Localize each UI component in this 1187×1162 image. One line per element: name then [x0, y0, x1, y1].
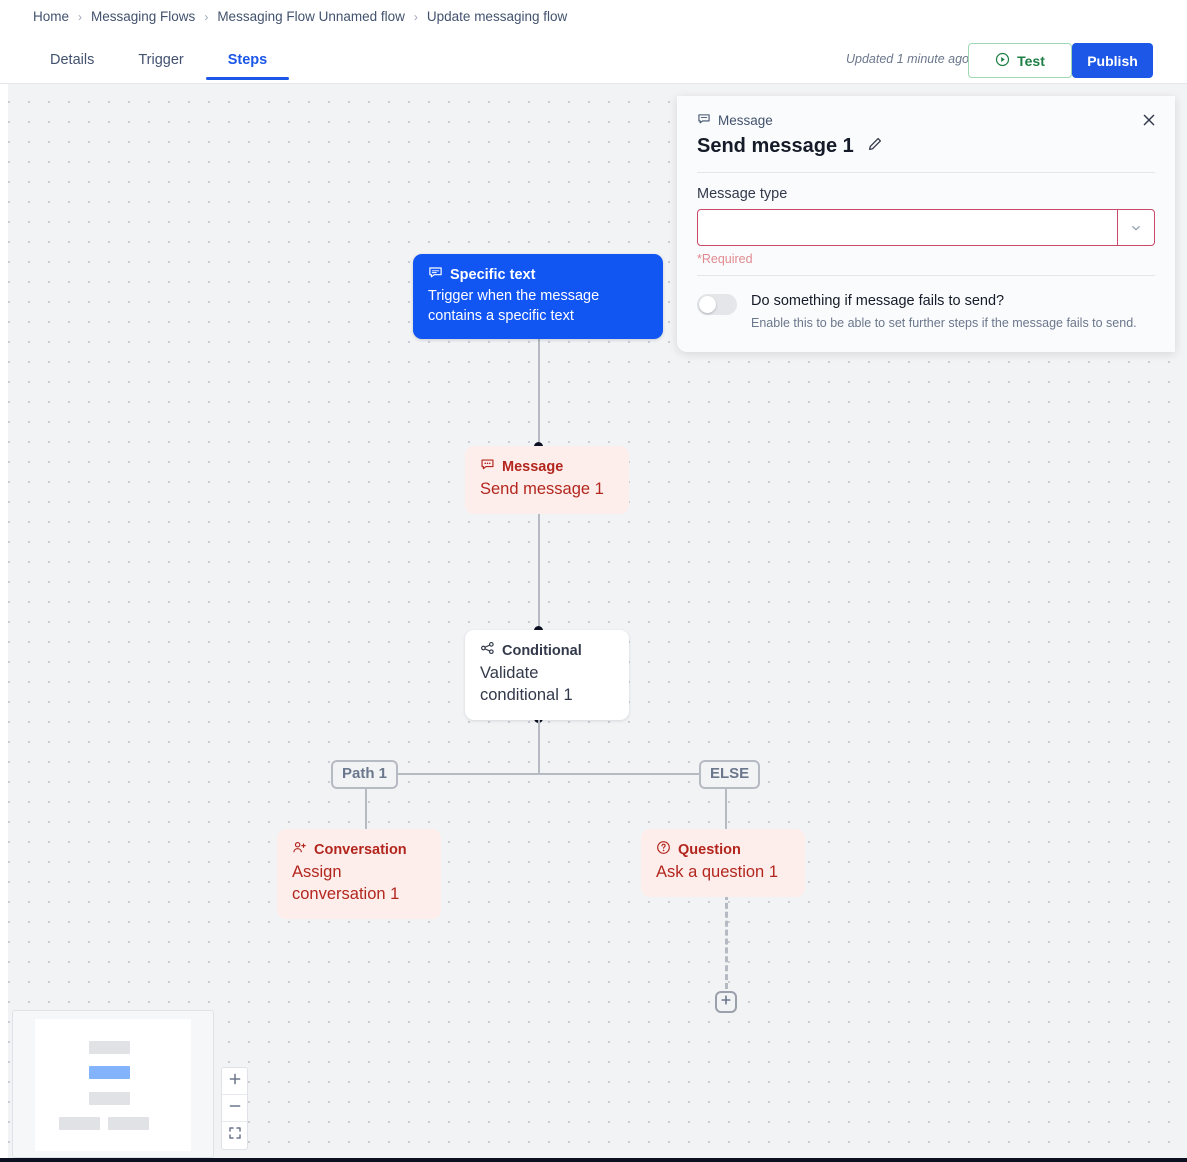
- edge-else-down: [725, 773, 727, 838]
- edge-conditional-down: [538, 718, 540, 774]
- fit-to-screen-button[interactable]: [222, 1122, 247, 1149]
- breadcrumb-item-messaging-flows[interactable]: Messaging Flows: [91, 9, 196, 24]
- fail-handling-description: Enable this to be able to set further st…: [751, 315, 1137, 330]
- node-kind-label: Message: [502, 458, 564, 475]
- edge-path1-down: [365, 773, 367, 838]
- breadcrumb-separator-icon: ›: [78, 9, 83, 24]
- node-title: Validate conditional 1: [480, 664, 573, 705]
- plus-icon: [720, 993, 732, 1011]
- flow-node-message[interactable]: Message Send message 1: [465, 446, 629, 515]
- step-settings-panel: Message Send message 1 Message type: [677, 96, 1175, 352]
- panel-close-button[interactable]: [1141, 112, 1157, 133]
- minimap-node: [59, 1117, 100, 1130]
- minimap[interactable]: [12, 1010, 214, 1158]
- fail-handling-toggle[interactable]: [697, 294, 737, 315]
- minimap-viewport: [35, 1019, 191, 1151]
- breadcrumb-separator-icon: ›: [413, 9, 418, 24]
- breadcrumb: Home › Messaging Flows › Messaging Flow …: [33, 9, 567, 24]
- tab-details[interactable]: Details: [50, 52, 95, 68]
- pencil-icon: [867, 137, 883, 156]
- bottom-strip: [0, 1158, 1187, 1162]
- minimap-node: [89, 1041, 130, 1054]
- last-updated-text: Updated 1 minute ago: [845, 52, 969, 66]
- breadcrumb-item-home[interactable]: Home: [33, 9, 70, 24]
- flow-node-trigger-specific-text[interactable]: Specific text Trigger when the message c…: [413, 254, 663, 340]
- message-type-label: Message type: [697, 186, 788, 202]
- close-icon: [1141, 114, 1157, 132]
- panel-kind-label: Message: [718, 113, 773, 128]
- chat-bubble-icon: [428, 265, 443, 285]
- breadcrumb-item-flow-name[interactable]: Messaging Flow Unnamed flow: [217, 9, 405, 24]
- node-description: Trigger when the message contains a spec…: [428, 288, 600, 325]
- node-kind-row: Specific text: [428, 265, 648, 285]
- minimap-node-selected: [89, 1066, 130, 1079]
- chevron-down-icon[interactable]: [1117, 210, 1154, 245]
- flow-node-conditional[interactable]: Conditional Validate conditional 1: [465, 630, 629, 720]
- branch-label-else[interactable]: ELSE: [699, 760, 761, 789]
- node-kind-row: Question: [656, 840, 790, 860]
- publish-button[interactable]: Publish: [1072, 43, 1153, 78]
- chat-dots-icon: [480, 457, 495, 477]
- zoom-controls: [221, 1067, 248, 1150]
- toggle-knob: [699, 296, 716, 313]
- publish-button-label: Publish: [1087, 52, 1138, 69]
- message-type-value: [698, 210, 1117, 245]
- minus-icon: [228, 1099, 242, 1118]
- required-error-text: *Required: [697, 252, 753, 266]
- breadcrumb-item-current: Update messaging flow: [426, 9, 568, 24]
- fail-handling-label: Do something if message fails to send?: [751, 293, 1005, 309]
- breadcrumb-separator-icon: ›: [204, 9, 209, 24]
- fail-handling-text: Do something if message fails to send? E…: [751, 292, 1137, 332]
- question-circle-icon: [656, 840, 671, 860]
- plus-icon: [228, 1072, 242, 1091]
- fail-handling-toggle-row: Do something if message fails to send? E…: [697, 292, 1155, 332]
- panel-divider-2: [697, 275, 1155, 276]
- play-circle-icon: [995, 52, 1010, 70]
- minimap-node: [108, 1117, 149, 1130]
- test-button[interactable]: Test: [968, 43, 1072, 78]
- top-bar: Home › Messaging Flows › Messaging Flow …: [0, 0, 1187, 84]
- add-step-button[interactable]: [715, 991, 737, 1013]
- branch-share-icon: [480, 641, 495, 661]
- branch-label-path-1[interactable]: Path 1: [331, 760, 399, 789]
- panel-kind-row: Message: [697, 112, 1155, 129]
- node-title: Ask a question 1: [656, 863, 778, 882]
- node-kind-row: Conditional: [480, 641, 614, 661]
- tab-trigger[interactable]: Trigger: [138, 52, 184, 68]
- panel-title: Send message 1: [697, 135, 854, 157]
- minimap-node: [89, 1092, 130, 1105]
- message-type-select[interactable]: [697, 209, 1155, 246]
- flow-node-question[interactable]: Question Ask a question 1: [641, 829, 805, 898]
- fit-screen-icon: [228, 1126, 242, 1145]
- panel-title-row: Send message 1: [697, 135, 1155, 158]
- node-kind-label: Conversation: [314, 841, 407, 858]
- edge-question-to-add-step: [725, 894, 728, 989]
- flow-node-conversation[interactable]: Conversation Assign conversation 1: [277, 829, 441, 919]
- tab-bar: Details Trigger Steps: [28, 46, 289, 80]
- chat-bubble-icon: [697, 112, 711, 129]
- node-kind-row: Conversation: [292, 840, 426, 860]
- node-title: Assign conversation 1: [292, 863, 400, 904]
- top-bar-divider: [0, 83, 1187, 84]
- edge-trigger-to-message: [538, 326, 540, 449]
- test-button-label: Test: [1017, 52, 1045, 69]
- tab-steps[interactable]: Steps: [205, 46, 290, 80]
- panel-divider: [697, 172, 1155, 173]
- user-plus-icon: [292, 840, 307, 860]
- edit-name-button[interactable]: [867, 136, 883, 157]
- zoom-out-button[interactable]: [222, 1095, 247, 1122]
- node-kind-row: Message: [480, 457, 614, 477]
- node-kind-label: Question: [678, 841, 741, 858]
- zoom-in-button[interactable]: [222, 1068, 247, 1095]
- node-title: Send message 1: [480, 480, 604, 499]
- node-kind-label: Conditional: [502, 642, 582, 659]
- edge-message-to-conditional: [538, 504, 540, 629]
- node-kind-label: Specific text: [450, 266, 536, 283]
- edge-branch-bar: [359, 773, 727, 775]
